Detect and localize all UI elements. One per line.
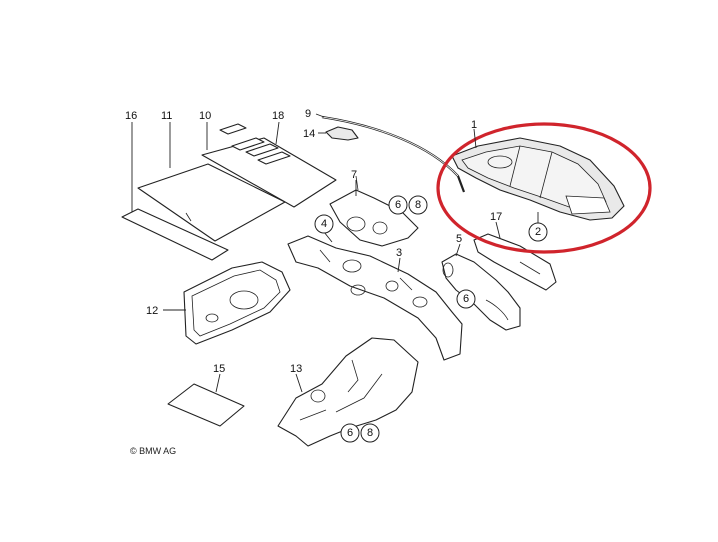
label-8a: 8	[415, 199, 421, 211]
label-12: 12	[146, 305, 158, 317]
callout-6-8-lower: 6 8	[340, 423, 380, 443]
part-3-insulation	[287, 235, 463, 361]
part-1-parcel-shelf	[451, 137, 625, 221]
label-6b: 6	[463, 293, 469, 305]
part-14-bracket	[325, 126, 359, 141]
label-6a: 6	[395, 199, 401, 211]
part-12-door-panel	[183, 261, 291, 345]
copyright-text: © BMW AG	[130, 446, 176, 456]
label-9: 9	[305, 108, 311, 120]
label-17: 17	[490, 211, 502, 223]
label-13: 13	[290, 363, 302, 375]
label-11: 11	[161, 110, 172, 122]
label-2: 2	[535, 226, 541, 238]
label-15: 15	[213, 363, 225, 375]
label-10: 10	[199, 110, 211, 122]
label-4: 4	[321, 218, 327, 230]
callout-6-wheelhouse: 6	[456, 289, 476, 309]
part-18-strips	[219, 123, 291, 165]
part-5-wheelhouse	[441, 253, 521, 331]
label-5: 5	[456, 233, 462, 245]
highlight-ellipse	[436, 122, 652, 254]
label-1: 1	[471, 119, 477, 131]
label-6c: 6	[347, 427, 353, 439]
part-16-sheet	[121, 208, 229, 261]
part-17-trim	[473, 233, 557, 291]
label-18: 18	[272, 110, 284, 122]
leader-lines	[131, 113, 539, 393]
callout-4: 4	[314, 214, 334, 234]
label-8c: 8	[367, 427, 373, 439]
part-13-floor	[277, 337, 419, 447]
label-14: 14	[303, 128, 315, 140]
label-16: 16	[125, 110, 137, 122]
label-7: 7	[351, 169, 357, 181]
label-3: 3	[396, 247, 402, 259]
part-7-bulkhead	[329, 175, 419, 247]
part-15-mat	[167, 383, 245, 427]
callout-6-8-upper: 6 8	[388, 195, 428, 215]
callout-2: 2	[528, 222, 548, 242]
part-9-strip	[321, 115, 466, 193]
